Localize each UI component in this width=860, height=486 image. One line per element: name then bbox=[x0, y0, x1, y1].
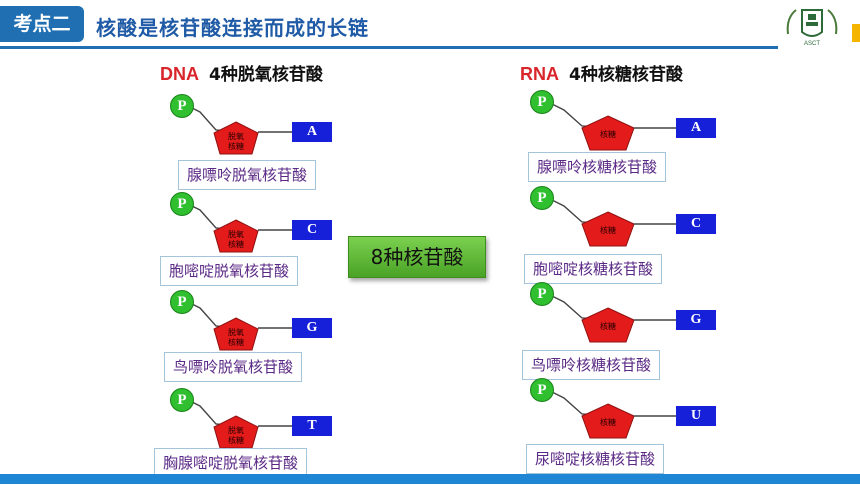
phosphate-icon: P bbox=[170, 290, 194, 314]
rna-heading-text: 4种核糖核苷酸 bbox=[569, 65, 683, 85]
slide-title: 核酸是核苷酸连接而成的长链 bbox=[96, 16, 369, 40]
sugar-label: 脱氧核糖 bbox=[228, 426, 244, 445]
dna-heading: DNA 4种脱氧核苷酸 bbox=[160, 60, 323, 85]
rna-heading: RNA 4种核糖核苷酸 bbox=[520, 60, 683, 85]
nucleotide-diagram bbox=[551, 103, 676, 151]
rna-nucleotide-1: P 核糖 A 腺嘌呤核糖核苷酸 bbox=[520, 90, 850, 188]
dna-heading-text: 4种脱氧核苷酸 bbox=[209, 65, 323, 85]
nucleotide-diagram bbox=[191, 303, 292, 351]
sugar-label: 核糖 bbox=[600, 322, 616, 331]
nucleotide-name: 腺嘌呤核糖核苷酸 bbox=[528, 152, 667, 182]
nucleotide-diagram bbox=[551, 391, 676, 439]
dna-code: DNA bbox=[160, 64, 199, 84]
phosphate-icon: P bbox=[170, 94, 194, 118]
svg-text:ASCT: ASCT bbox=[804, 41, 820, 47]
header-rule bbox=[0, 46, 778, 49]
base-label: A bbox=[292, 122, 332, 142]
nucleotide-name: 腺嘌呤脱氧核苷酸 bbox=[178, 160, 317, 190]
rna-code: RNA bbox=[520, 64, 559, 84]
base-label: C bbox=[292, 220, 332, 240]
base-label: G bbox=[676, 310, 716, 330]
sugar-label: 脱氧核糖 bbox=[228, 328, 244, 347]
base-label: U bbox=[676, 406, 716, 426]
nucleotide-diagram bbox=[191, 107, 292, 155]
dna-nucleotide-3: P 脱氧核糖 G 鸟嘌呤脱氧核苷酸 bbox=[160, 290, 490, 388]
nucleotide-name: 胞嘧啶核糖核苷酸 bbox=[524, 254, 663, 284]
dna-nucleotide-2: P 脱氧核糖 C 胞嘧啶脱氧核苷酸 bbox=[160, 192, 490, 290]
base-label: C bbox=[676, 214, 716, 234]
total-nucleotides-box: 8种核苷酸 bbox=[348, 236, 486, 278]
nucleotide-name: 鸟嘌呤脱氧核苷酸 bbox=[164, 352, 303, 382]
school-logo-icon: ASCT bbox=[786, 9, 838, 47]
nucleotide-name: 胸腺嘧啶脱氧核苷酸 bbox=[154, 448, 308, 478]
sugar-label: 核糖 bbox=[600, 130, 616, 139]
nucleotide-diagram bbox=[191, 205, 292, 253]
rna-nucleotide-3: P 核糖 G 鸟嘌呤核糖核苷酸 bbox=[520, 282, 850, 380]
nucleotide-name: 胞嘧啶脱氧核苷酸 bbox=[160, 256, 299, 286]
footer-bar bbox=[0, 474, 860, 484]
rna-nucleotide-4: P 核糖 U 尿嘧啶核糖核苷酸 bbox=[520, 378, 850, 476]
nucleotide-name: 鸟嘌呤核糖核苷酸 bbox=[522, 350, 661, 380]
phosphate-icon: P bbox=[530, 282, 554, 306]
dna-nucleotide-1: P 脱氧核糖 A 腺嘌呤脱氧核苷酸 bbox=[160, 94, 490, 192]
phosphate-icon: P bbox=[530, 186, 554, 210]
nucleotide-name: 尿嘧啶核糖核苷酸 bbox=[526, 444, 665, 474]
base-label: G bbox=[292, 318, 332, 338]
edge-accent bbox=[852, 24, 860, 42]
base-label: A bbox=[676, 118, 716, 138]
sugar-label: 核糖 bbox=[600, 226, 616, 235]
phosphate-icon: P bbox=[530, 378, 554, 402]
rna-nucleotide-2: P 核糖 C 胞嘧啶核糖核苷酸 bbox=[520, 186, 850, 284]
nucleotide-diagram bbox=[551, 199, 676, 247]
sugar-label: 脱氧核糖 bbox=[228, 132, 244, 151]
dna-nucleotide-4: P 脱氧核糖 T 胸腺嘧啶脱氧核苷酸 bbox=[154, 388, 490, 486]
section-tag: 考点二 bbox=[0, 6, 84, 42]
sugar-label: 核糖 bbox=[600, 418, 616, 427]
slide-header: 考点二 核酸是核苷酸连接而成的长链 ASCT bbox=[0, 0, 860, 52]
base-label: T bbox=[292, 416, 332, 436]
nucleotide-diagram bbox=[551, 295, 676, 343]
phosphate-icon: P bbox=[170, 388, 194, 412]
sugar-label: 脱氧核糖 bbox=[228, 230, 244, 249]
phosphate-icon: P bbox=[170, 192, 194, 216]
phosphate-icon: P bbox=[530, 90, 554, 114]
